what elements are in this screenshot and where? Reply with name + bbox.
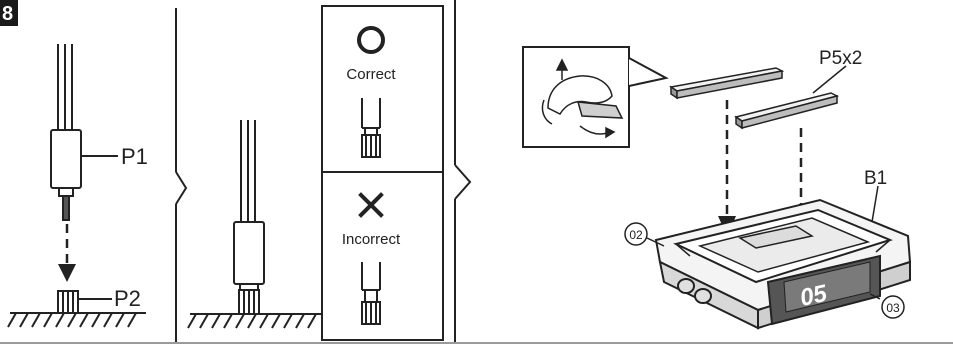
panel-adhesive: P5x2 05 B1 02 bbox=[522, 46, 912, 330]
callout-03-label: 03 bbox=[886, 301, 900, 315]
p5-leader bbox=[812, 65, 847, 94]
cable-icon bbox=[50, 44, 82, 221]
ground-hatch-icon bbox=[187, 313, 322, 329]
panel-cable-insert: P1 P2 bbox=[7, 44, 148, 328]
seated-cable-icon bbox=[233, 120, 265, 315]
p1-label: P1 bbox=[121, 144, 148, 169]
callout-03: 03 bbox=[869, 293, 905, 319]
incorrect-connector-icon bbox=[361, 262, 381, 325]
adhesive-strip-icon bbox=[669, 67, 785, 100]
correct-label: Correct bbox=[346, 66, 396, 83]
correct-connector-icon bbox=[361, 98, 381, 158]
step-badge-icon bbox=[0, 0, 18, 26]
callout-02: 02 bbox=[624, 222, 665, 247]
connector-icon bbox=[57, 290, 79, 314]
adhesive-strip-icon bbox=[734, 92, 840, 130]
insert-arrow-head bbox=[58, 264, 76, 282]
incorrect-cross-icon bbox=[358, 192, 384, 218]
check-box: Correct Incorrect bbox=[321, 5, 444, 341]
panel-cable-seated bbox=[187, 120, 322, 329]
incorrect-label: Incorrect bbox=[342, 231, 401, 248]
display-readout: 05 bbox=[798, 280, 830, 312]
p2-label: P2 bbox=[114, 286, 141, 311]
step-badge: 8 bbox=[0, 0, 18, 26]
b1-leader bbox=[871, 185, 879, 223]
b1-label: B1 bbox=[864, 168, 887, 189]
peel-hand-icon bbox=[541, 58, 624, 139]
device-holder-icon bbox=[654, 198, 912, 330]
callout-02-label: 02 bbox=[629, 228, 643, 242]
p5-label: P5x2 bbox=[819, 48, 862, 69]
ground-hatch-icon bbox=[7, 312, 146, 328]
step-number: 8 bbox=[2, 3, 13, 25]
correct-circle-icon bbox=[357, 26, 385, 54]
panel-separators bbox=[175, 0, 472, 342]
peel-inset bbox=[522, 46, 669, 148]
